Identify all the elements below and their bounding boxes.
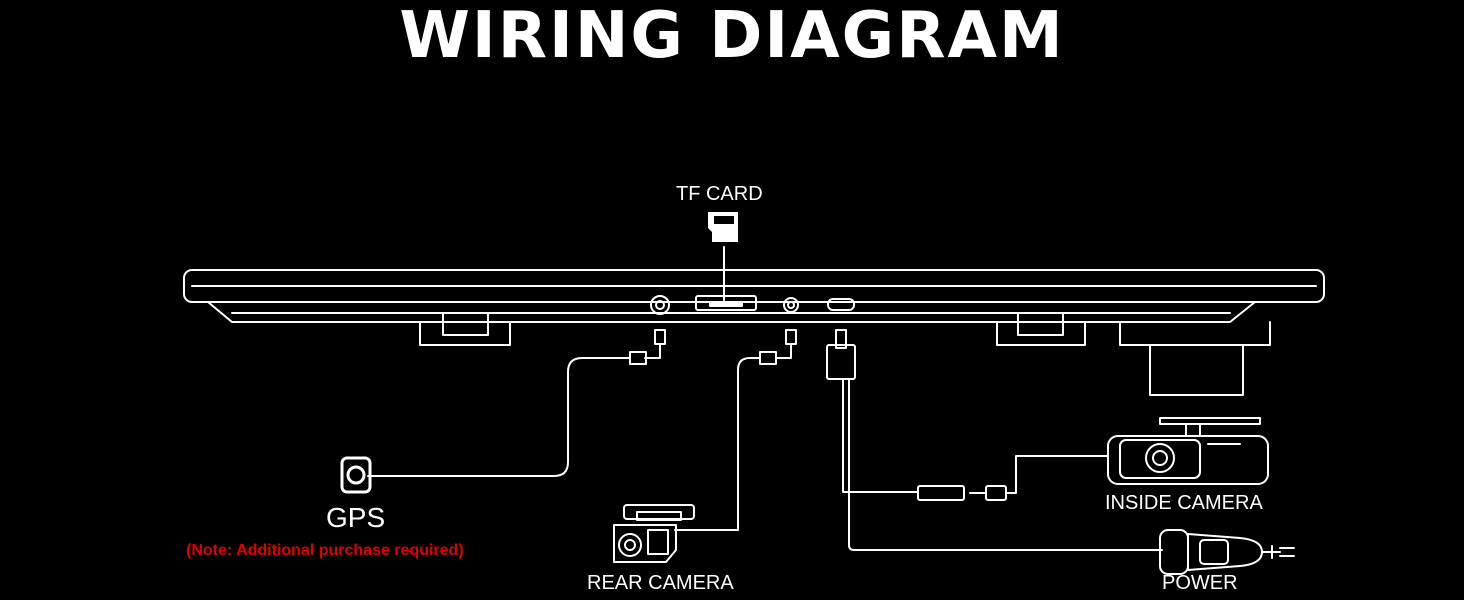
- rear-camera-port: [783, 297, 799, 313]
- power-plug-icon: [1159, 529, 1295, 575]
- gps-module-icon: [340, 456, 372, 494]
- note-label: (Note: Additional purchase required): [186, 542, 464, 559]
- rear-camera-label: REAR CAMERA: [587, 572, 734, 594]
- mirror-dashcam-body: [183, 269, 1325, 396]
- rear-camera-cable: [674, 329, 797, 531]
- usb-power-port: [827, 298, 855, 311]
- tf-card-icon: [708, 212, 738, 301]
- gps-port: [650, 295, 670, 315]
- power-label: POWER: [1162, 572, 1238, 594]
- gps-cable: [367, 329, 666, 477]
- inside-camera-icon: [1107, 417, 1269, 485]
- power-cable: [826, 329, 1163, 551]
- tf-card-label: TF CARD: [676, 183, 763, 205]
- inside-camera-label: INSIDE CAMERA: [1105, 492, 1263, 514]
- gps-label: GPS: [326, 502, 386, 533]
- page-title: WIRING DIAGRAM: [399, 0, 1065, 73]
- tf-card-slot: [695, 295, 757, 311]
- rear-camera-icon: [613, 504, 695, 563]
